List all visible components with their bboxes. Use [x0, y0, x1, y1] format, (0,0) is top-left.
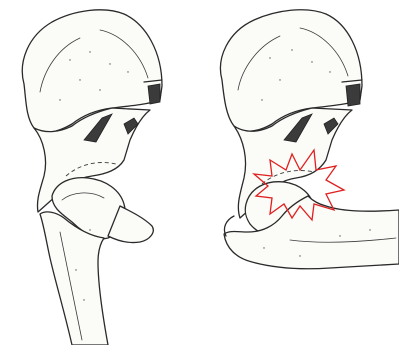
left-crest-rim	[148, 84, 160, 104]
right-hip-panel	[220, 10, 399, 269]
left-hip-panel	[22, 10, 162, 345]
right-crest-rim	[346, 84, 360, 106]
